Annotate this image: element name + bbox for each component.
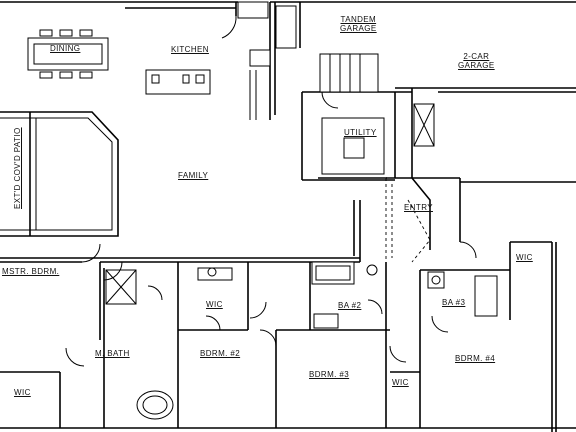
room-label-tandem-garage: TANDEM GARAGE — [340, 15, 377, 33]
room-label-master-bath: M. BATH — [95, 349, 130, 358]
room-label-2-car-garage: 2-CAR GARAGE — [458, 52, 495, 70]
room-label-bedroom-4: BDRM. #4 — [455, 354, 496, 363]
kitchen-fixtures — [145, 1, 297, 120]
two-car-garage-line1: 2-CAR — [463, 52, 490, 61]
room-label-kitchen: KITCHEN — [171, 45, 209, 54]
room-label-wic-master-closet: WIC — [206, 300, 223, 309]
tandem-garage-line1: TANDEM — [340, 15, 377, 24]
room-label-utility: UTILITY — [344, 128, 377, 137]
room-label-wic-bdrm4: WIC — [516, 253, 533, 262]
room-label-dining: DINING — [50, 44, 81, 53]
door-swings — [65, 15, 477, 367]
room-label-bedroom-2: BDRM. #2 — [200, 349, 241, 358]
room-label-bath-2: BA #2 — [338, 301, 362, 310]
room-label-entry: ENTRY — [404, 203, 433, 212]
room-label-bath-3: BA #3 — [442, 298, 466, 307]
room-label-bedroom-3: BDRM. #3 — [309, 370, 350, 379]
utility-fixtures — [319, 53, 435, 175]
room-label-master-bedroom: MSTR. BDRM. — [2, 267, 60, 276]
dining-table — [27, 29, 109, 79]
room-label-wic-bdrm3: WIC — [392, 378, 409, 387]
two-car-garage-line2: GARAGE — [458, 61, 495, 70]
bedroom-wing-walls — [0, 241, 552, 428]
tandem-garage-line2: GARAGE — [340, 24, 377, 33]
room-label-patio: EXT'D COV'D PATIO — [13, 127, 22, 209]
entry-hall — [353, 177, 431, 263]
room-label-family: FAMILY — [178, 171, 209, 180]
room-label-wic-master: WIC — [14, 388, 31, 397]
bath-fixtures — [105, 261, 498, 420]
